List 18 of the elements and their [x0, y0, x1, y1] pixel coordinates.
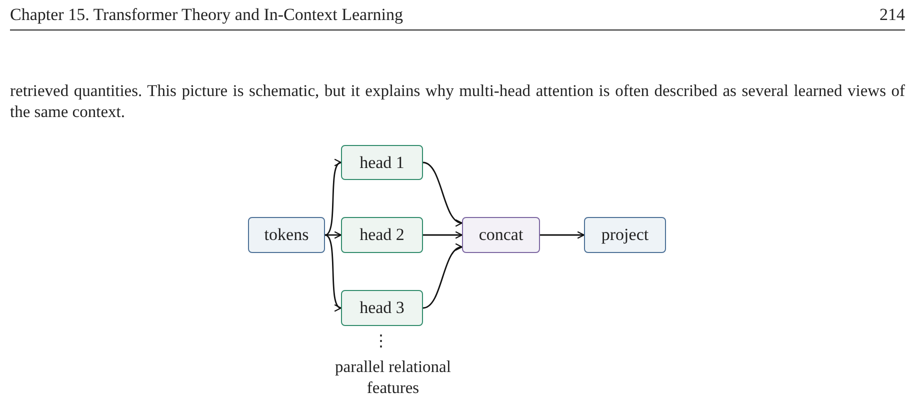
process-box: head 2 [341, 217, 423, 253]
arrow [423, 231, 463, 239]
vertical-ellipsis: ⋮ [373, 337, 389, 347]
arrow [422, 162, 463, 226]
page-number: 214 [878, 4, 905, 26]
arrow [422, 245, 463, 309]
running-header: Chapter 15. Transformer Theory and In-Context Learning [10, 4, 404, 26]
annotation-text: parallel relational features [334, 356, 452, 399]
arrow [324, 162, 342, 236]
arrow [325, 231, 342, 239]
arrow [324, 234, 342, 309]
process-box: head 1 [341, 145, 423, 180]
process-box: tokens [248, 217, 325, 253]
process-box: project [584, 217, 666, 253]
process-box: head 3 [341, 290, 423, 326]
arrow [540, 231, 585, 239]
body-paragraph: retrieved quantities. This picture is schematic, but it explains why multi-head attention is often described as several learned views of the same context. [10, 80, 905, 123]
process-box: concat [462, 217, 540, 253]
